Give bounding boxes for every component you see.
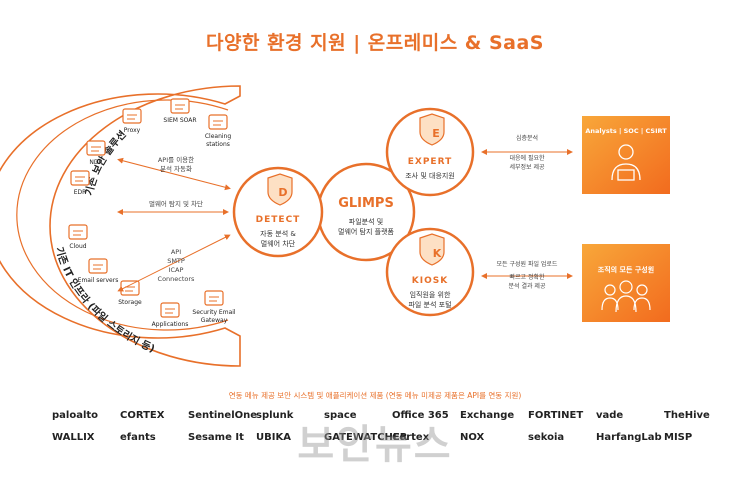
connector-label: 분석 자동화 <box>160 164 192 173</box>
connector-label: ICAP <box>169 266 184 274</box>
left-item-label: NDR <box>89 159 102 166</box>
partner-logo: Exchange <box>460 410 515 421</box>
connector-arrow-protocols <box>117 234 231 292</box>
target-label-team: 조직의 모든 구성원 <box>598 265 654 274</box>
edr-icon <box>70 170 90 186</box>
cleaning-station-icon <box>208 114 228 130</box>
glimps-desc-2: 멀웨어 탐지 플랫폼 <box>338 227 395 236</box>
partner-logo: space <box>324 410 357 421</box>
connector-label: SMTP <box>167 257 185 265</box>
watermark: 보안뉴스 <box>297 422 453 468</box>
left-item-label: Gateway <box>201 317 228 324</box>
partner-logo: vade <box>596 410 624 421</box>
kiosk-desc-1: 임직원을 위한 <box>410 290 451 299</box>
left-item-label: Email servers <box>78 277 119 284</box>
partner-logo: Cortex <box>392 432 430 443</box>
left-item-label: stations <box>206 141 230 148</box>
kiosk-shield-icon <box>419 233 445 266</box>
kiosk-circle <box>385 227 475 317</box>
left-item-label: EDR <box>74 189 87 196</box>
partner-caption: 연동 메뉴 제공 보안 시스템 및 애플리케이션 제품 (연동 메뉴 미제공 제… <box>228 391 522 400</box>
partner-logo: UBIKA <box>256 432 291 443</box>
applications-icon <box>160 302 180 318</box>
target-panel-team <box>582 244 670 322</box>
target-panel-analysts <box>582 116 670 194</box>
detect-name: DETECT <box>256 215 301 225</box>
left-item-label: Storage <box>118 299 142 306</box>
security-email-gateway-icon <box>204 290 224 306</box>
left-item-label: Cleaning <box>205 133 231 140</box>
right-connector-label: 세부정보 제공 <box>509 163 545 171</box>
proxy-icon <box>122 108 142 124</box>
team-icon <box>601 280 651 313</box>
left-item-label: Applications <box>152 321 189 328</box>
left-item-label: SIEM SOAR <box>163 117 196 124</box>
right-connector-label: 분석 결과 제공 <box>509 282 546 290</box>
left-item-label: Cloud <box>69 243 86 250</box>
partner-logo: SentinelOne <box>188 410 258 421</box>
partner-logo: WALLIX <box>52 432 95 443</box>
detect-letter: D <box>278 186 287 199</box>
ndr-icon <box>86 140 106 156</box>
partner-logo: Sesame It <box>188 432 244 443</box>
left-item-label: Security Email <box>192 309 236 316</box>
partner-logo: TheHive <box>664 410 710 421</box>
c-arc-inner <box>16 99 229 331</box>
expert-circle <box>385 107 475 197</box>
expert-shield-icon <box>419 113 445 146</box>
email-server-icon <box>88 258 108 274</box>
page-title: 다양한 환경 지원 | 온프레미스 & SaaS <box>206 32 544 54</box>
right-connector-label: 대응에 필요한 <box>509 154 545 162</box>
connector-label: 멀웨어 탐지 및 차단 <box>149 199 203 208</box>
partner-logo: HarfangLab <box>596 432 662 443</box>
partner-logo: FORTINET <box>528 410 584 421</box>
glimps-desc-1: 파일분석 및 <box>349 217 383 226</box>
right-connector-label: 심층분석 <box>516 134 538 142</box>
partner-logo: Office 365 <box>392 410 449 421</box>
kiosk-desc-2: 파일 분석 포털 <box>408 300 451 309</box>
cloud-icon <box>68 224 88 240</box>
partner-logo: GATEWATCHER <box>324 432 408 443</box>
detect-circle <box>232 166 324 258</box>
siem-soar-icon <box>170 98 190 114</box>
detect-desc-2: 멀웨어 차단 <box>261 239 296 248</box>
connector-label: Connectors <box>158 275 196 283</box>
kiosk-name: KIOSK <box>412 276 448 286</box>
partner-logo: splunk <box>256 410 294 421</box>
right-connector-label: 빠르고 정확한 <box>509 273 545 281</box>
detect-desc-1: 자동 분석 & <box>260 229 296 238</box>
partner-logo: CORTEX <box>120 410 165 421</box>
analyst-icon <box>611 144 641 181</box>
detect-shield-icon <box>267 173 293 206</box>
partner-logo: sekoia <box>528 432 565 443</box>
kiosk-letter: K <box>433 247 442 260</box>
partner-logo: NOX <box>460 432 485 443</box>
partner-logo: efants <box>120 432 156 443</box>
left-item-label: Proxy <box>124 127 141 134</box>
partner-logo: MISP <box>664 432 693 443</box>
right-connector-label: 모든 구성원 파일 업로드 <box>497 260 558 268</box>
partner-logo: paloalto <box>52 410 99 421</box>
connector-label: API <box>171 248 181 256</box>
target-label-analysts: Analysts | SOC | CSIRT <box>585 127 667 136</box>
expert-desc: 조사 및 대응지원 <box>405 171 455 180</box>
connector-arrow-api <box>117 157 231 191</box>
glimps-name: GLIMPS <box>338 196 394 211</box>
expert-letter: E <box>432 127 440 140</box>
expert-name: EXPERT <box>408 157 453 167</box>
connector-label: API를 이용한 <box>158 155 194 164</box>
